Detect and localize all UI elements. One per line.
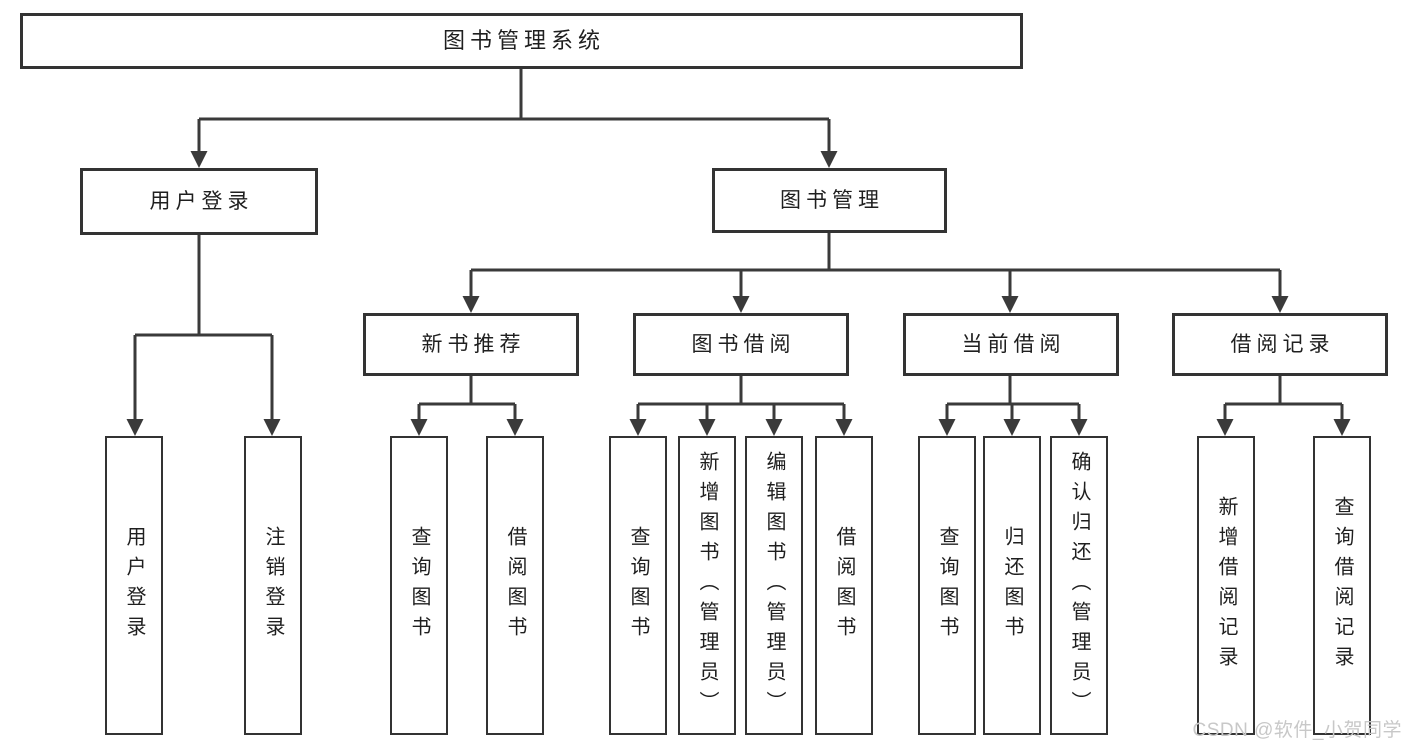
leaf-label: 查询图书 bbox=[936, 525, 958, 646]
csdn-watermark: CSDN @软件_小贺同学 bbox=[1192, 720, 1402, 741]
leaf-edit-book-admin: 编辑图书（管理员） bbox=[745, 436, 803, 735]
leaf-label: 确认归还（管理员） bbox=[1068, 450, 1090, 721]
node-borrow-records: 借阅记录 bbox=[1172, 313, 1388, 376]
leaf-label: 归还图书 bbox=[1001, 525, 1023, 646]
leaf-label: 注销登录 bbox=[262, 525, 284, 646]
leaf-label: 新增借阅记录 bbox=[1215, 495, 1237, 676]
node-label: 图书借阅 bbox=[691, 332, 796, 356]
leaf-add-book-admin: 新增图书（管理员） bbox=[678, 436, 736, 735]
node-library-management-system: 图书管理系统 bbox=[20, 13, 1023, 69]
leaf-borrow-books: 借阅图书 bbox=[815, 436, 873, 735]
leaf-label: 查询图书 bbox=[627, 525, 649, 646]
node-label: 当前借阅 bbox=[961, 332, 1066, 356]
leaf-label: 查询借阅记录 bbox=[1331, 495, 1353, 676]
leaf-label: 编辑图书（管理员） bbox=[763, 450, 785, 721]
leaf-query-books-current: 查询图书 bbox=[918, 436, 976, 735]
node-book-borrow: 图书借阅 bbox=[633, 313, 849, 376]
leaf-query-books-borrow: 查询图书 bbox=[609, 436, 667, 735]
node-label: 用户登录 bbox=[149, 189, 254, 213]
leaf-query-books-recommend: 查询图书 bbox=[390, 436, 448, 735]
leaf-user-login: 用户登录 bbox=[105, 436, 163, 735]
leaf-label: 新增图书（管理员） bbox=[696, 450, 718, 721]
node-label: 新书推荐 bbox=[421, 332, 526, 356]
node-user-login: 用户登录 bbox=[80, 168, 318, 235]
leaf-label: 借阅图书 bbox=[833, 525, 855, 646]
leaf-return-book: 归还图书 bbox=[983, 436, 1041, 735]
leaf-label: 用户登录 bbox=[123, 525, 145, 646]
leaf-confirm-return-admin: 确认归还（管理员） bbox=[1050, 436, 1108, 735]
node-label: 借阅记录 bbox=[1230, 332, 1335, 356]
node-label: 图书管理 bbox=[780, 188, 884, 212]
node-label: 图书管理系统 bbox=[442, 27, 605, 53]
leaf-logout: 注销登录 bbox=[244, 436, 302, 735]
leaf-query-borrow-record: 查询借阅记录 bbox=[1313, 436, 1371, 735]
leaf-add-borrow-record: 新增借阅记录 bbox=[1197, 436, 1255, 735]
node-book-management: 图书管理 bbox=[712, 168, 947, 233]
node-current-borrow: 当前借阅 bbox=[903, 313, 1119, 376]
node-new-book-recommend: 新书推荐 bbox=[363, 313, 579, 376]
leaf-label: 查询图书 bbox=[408, 525, 430, 646]
leaf-borrow-books-recommend: 借阅图书 bbox=[486, 436, 544, 735]
leaf-label: 借阅图书 bbox=[504, 525, 526, 646]
